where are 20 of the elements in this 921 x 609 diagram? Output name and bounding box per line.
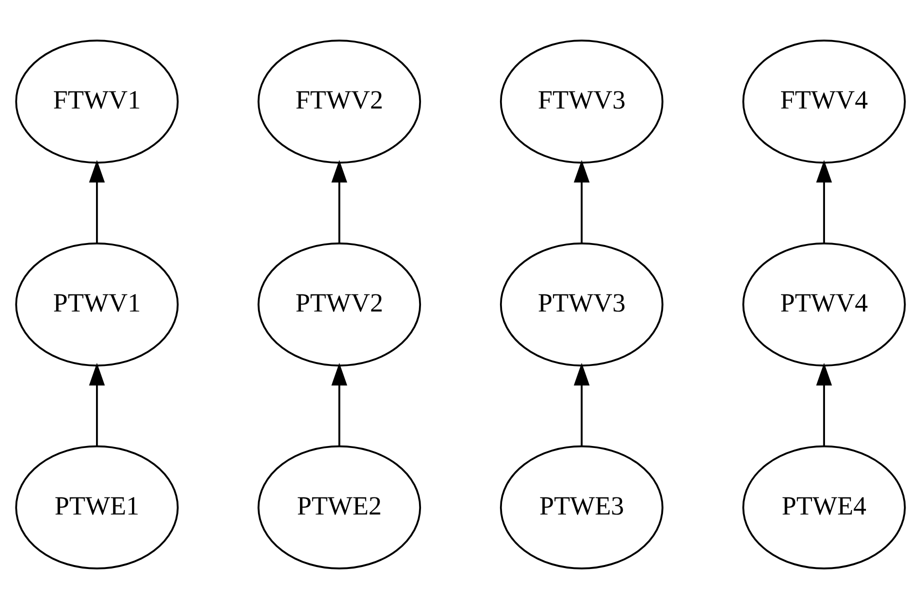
- node-ellipse: PTWE4: [742, 445, 906, 570]
- node-ellipse: PTWE2: [258, 445, 422, 570]
- node-ellipse: PTWE3: [500, 445, 664, 570]
- arrow: [89, 362, 105, 446]
- node-ellipse: PTWV1: [15, 242, 179, 366]
- arrow: [574, 362, 590, 446]
- node-ellipse: PTWV4: [742, 242, 906, 366]
- node-ellipse: FTWV1: [15, 40, 179, 164]
- node-ellipse: PTWE1: [15, 445, 179, 570]
- arrow: [89, 160, 105, 244]
- arrow: [331, 160, 348, 244]
- arrow: [816, 362, 832, 446]
- node-ellipse: FTWV4: [742, 40, 906, 164]
- arrow: [816, 160, 832, 244]
- node-ellipse: PTWV3: [500, 242, 664, 366]
- node-ellipse: FTWV2: [258, 40, 422, 164]
- arrow: [331, 362, 348, 446]
- node-ellipse: PTWV2: [258, 242, 422, 366]
- arrow: [574, 160, 590, 244]
- node-ellipse: FTWV3: [500, 40, 664, 164]
